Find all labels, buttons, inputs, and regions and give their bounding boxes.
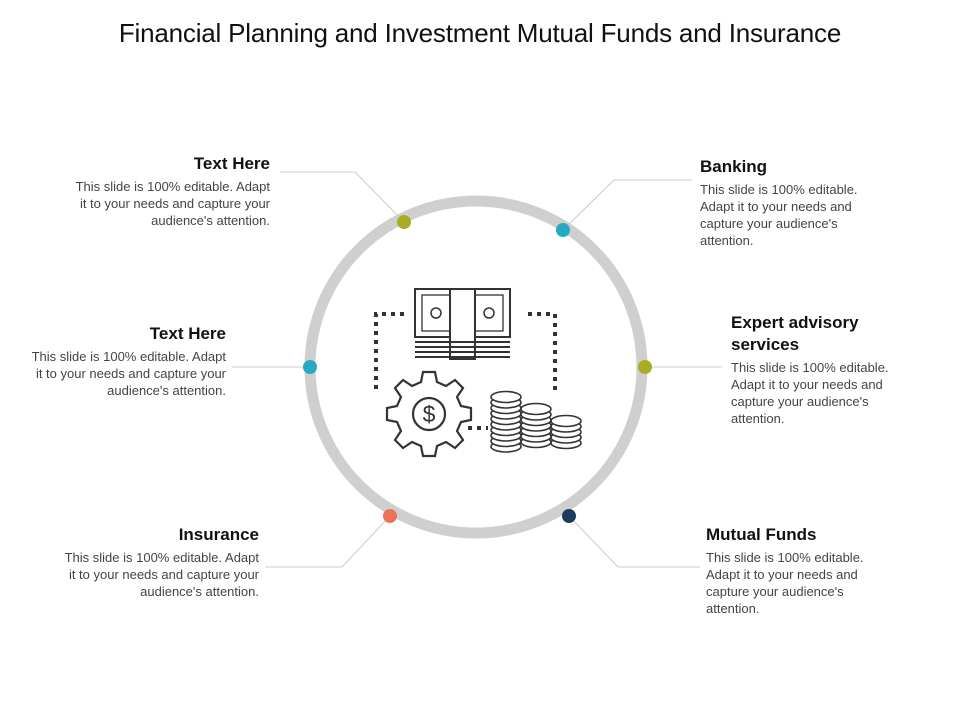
marker-dot-mid-right (638, 360, 652, 374)
block-top-left: Text Here This slide is 100% editable. A… (70, 153, 270, 229)
connector-top-left (280, 171, 405, 223)
coin-stacks-icon (490, 390, 582, 453)
block-body: This slide is 100% editable. Adapt it to… (700, 182, 858, 248)
coin (550, 414, 582, 428)
dollar-gear-icon: $ (385, 370, 473, 458)
block-body: This slide is 100% editable. Adapt it to… (731, 360, 889, 426)
block-heading: Expert advisory services (731, 313, 859, 354)
svg-text:$: $ (423, 401, 436, 427)
coin (520, 402, 552, 416)
marker-dot-bottom-left (383, 509, 397, 523)
block-heading: Mutual Funds (706, 525, 817, 544)
block-heading: Text Here (193, 154, 270, 173)
block-heading: Banking (700, 157, 768, 176)
block-body: This slide is 100% editable. Adapt it to… (64, 550, 259, 599)
connector-bottom-right (568, 515, 700, 568)
block-heading: Insurance (178, 525, 259, 544)
block-bottom-right: Mutual Funds This slide is 100% editable… (706, 524, 871, 617)
marker-dot-top-left (397, 215, 411, 229)
ring (304, 195, 648, 539)
marker-dot-mid-left (303, 360, 317, 374)
block-body: This slide is 100% editable. Adapt it to… (706, 550, 864, 616)
connector-top-right (562, 179, 692, 231)
block-body: This slide is 100% editable. Adapt it to… (75, 179, 270, 228)
page-title: Financial Planning and Investment Mutual… (118, 18, 842, 48)
block-bottom-left: Insurance This slide is 100% editable. A… (59, 524, 259, 600)
dotted-bracket (374, 312, 557, 430)
block-mid-right: Expert advisory services This slide is 1… (731, 312, 906, 427)
connector-bottom-left (265, 515, 391, 568)
block-mid-left: Text Here This slide is 100% editable. A… (26, 323, 226, 399)
coin (490, 390, 522, 404)
block-body: This slide is 100% editable. Adapt it to… (31, 349, 226, 398)
block-top-right: Banking This slide is 100% editable. Ada… (700, 156, 865, 249)
block-heading: Text Here (149, 324, 226, 343)
banknote-stack-icon (414, 288, 511, 360)
marker-dot-bottom-right (562, 509, 576, 523)
marker-dot-top-right (556, 223, 570, 237)
